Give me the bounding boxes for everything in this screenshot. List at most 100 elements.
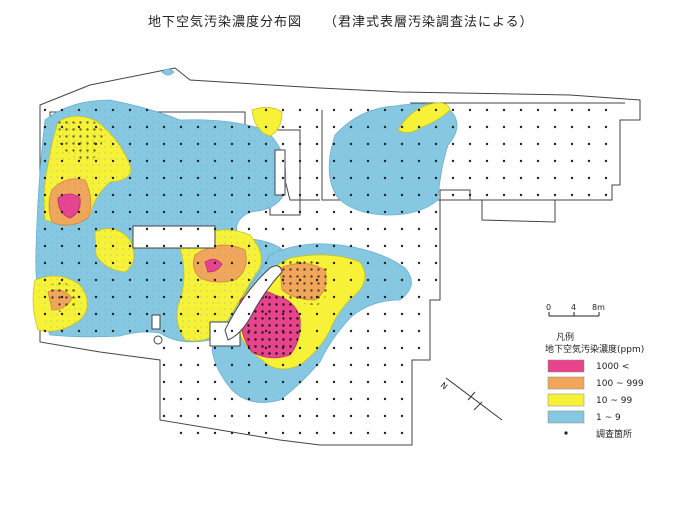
survey-point: [332, 176, 336, 180]
survey-point: [111, 108, 115, 112]
survey-point: [230, 227, 234, 231]
survey-point: [60, 108, 64, 112]
survey-point: [332, 210, 336, 214]
survey-point: [417, 108, 421, 112]
survey-point: [94, 142, 98, 146]
survey-point: [400, 329, 404, 333]
survey-point: [94, 159, 98, 163]
survey-point: [111, 159, 115, 163]
survey-point: [400, 363, 404, 367]
survey-point: [315, 278, 319, 282]
survey-point: [281, 380, 285, 384]
survey-point: [230, 329, 234, 333]
survey-point: [400, 142, 404, 146]
survey-point: [349, 142, 353, 146]
survey-point: [485, 159, 489, 163]
survey-point: [366, 278, 370, 282]
survey-point: [468, 125, 472, 129]
survey-point: [247, 431, 251, 435]
survey-point: [145, 227, 149, 231]
survey-point: [315, 346, 319, 350]
survey-point: [417, 346, 421, 350]
survey-point: [77, 227, 81, 231]
survey-point: [247, 380, 251, 384]
survey-point: [281, 414, 285, 418]
survey-point: [400, 125, 404, 129]
survey-point: [366, 261, 370, 265]
survey-point: [247, 295, 251, 299]
survey-point: [366, 193, 370, 197]
survey-point: [366, 227, 370, 231]
survey-point: [264, 142, 268, 146]
survey-point: [230, 261, 234, 265]
survey-point: [281, 431, 285, 435]
survey-point: [587, 193, 591, 197]
survey-point: [349, 227, 353, 231]
survey-point: [77, 142, 81, 146]
survey-point: [349, 363, 353, 367]
legend-label-1: 1 ~ 9: [596, 413, 621, 423]
survey-point: [196, 176, 200, 180]
survey-point: [213, 193, 217, 197]
survey-point: [111, 278, 115, 282]
survey-point: [366, 346, 370, 350]
survey-point: [604, 193, 608, 197]
survey-point: [366, 244, 370, 248]
survey-point: [332, 159, 336, 163]
survey-point: [502, 159, 506, 163]
survey-point: [213, 431, 217, 435]
survey-point: [77, 176, 81, 180]
survey-point: [162, 210, 166, 214]
survey-point: [349, 159, 353, 163]
survey-point: [298, 329, 302, 333]
survey-point: [196, 414, 200, 418]
survey-point: [383, 346, 387, 350]
survey-point: [179, 363, 183, 367]
survey-point: [315, 380, 319, 384]
survey-point: [383, 431, 387, 435]
survey-point: [400, 295, 404, 299]
survey-point: [383, 176, 387, 180]
survey-point: [332, 244, 336, 248]
survey-point: [179, 159, 183, 163]
survey-point: [162, 295, 166, 299]
survey-point: [315, 142, 319, 146]
survey-point: [536, 108, 540, 112]
dense-points-mid: [280, 259, 332, 305]
survey-point: [145, 329, 149, 333]
survey-point: [332, 346, 336, 350]
survey-point: [128, 125, 132, 129]
survey-point: [570, 193, 574, 197]
survey-point: [60, 278, 64, 282]
survey-point: [213, 363, 217, 367]
survey-point: [60, 244, 64, 248]
survey-point: [332, 125, 336, 129]
survey-point: [587, 176, 591, 180]
survey-point: [485, 142, 489, 146]
survey-point: [162, 176, 166, 180]
survey-point: [145, 312, 149, 316]
survey-point: [332, 431, 336, 435]
survey-point: [366, 295, 370, 299]
survey-point: [434, 108, 438, 112]
legend-point-icon: [564, 431, 568, 435]
scale-tick-8: 8m: [592, 303, 605, 312]
survey-point: [247, 176, 251, 180]
survey-point: [298, 142, 302, 146]
survey-point: [417, 278, 421, 282]
survey-point: [264, 380, 268, 384]
survey-point: [281, 295, 285, 299]
survey-point: [60, 176, 64, 180]
survey-point: [179, 227, 183, 231]
survey-point: [587, 142, 591, 146]
survey-point: [366, 329, 370, 333]
survey-point: [553, 176, 557, 180]
survey-point: [298, 312, 302, 316]
survey-point: [366, 210, 370, 214]
survey-point: [366, 142, 370, 146]
survey-point: [281, 210, 285, 214]
survey-point: [349, 125, 353, 129]
survey-point: [298, 244, 302, 248]
survey-point: [247, 363, 251, 367]
survey-point: [128, 261, 132, 265]
